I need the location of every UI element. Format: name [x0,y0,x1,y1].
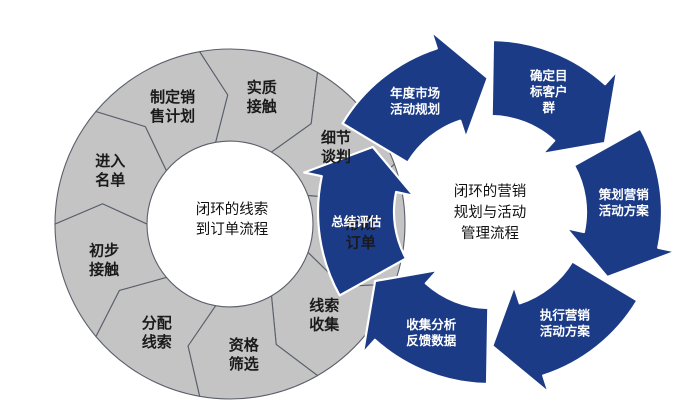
lead-stage-label: 分配线索 [142,314,172,351]
marketing-stage-arrow [491,260,639,394]
marketing-cycle-center-title: 闭环的营销规划与活动管理流程 [454,183,527,242]
lead-stage-segment [95,51,229,172]
marketing-stage-arrow [303,145,415,297]
marketing-stage-label: 策划营销活动方案 [599,187,650,218]
marketing-stage-label: 执行营销活动方案 [540,308,591,339]
lead-stage-label: 实质接触 [247,78,277,115]
marketing-stage-arrow [361,268,490,386]
lead-cycle-center-title: 闭环的线索到订单流程 [196,201,269,238]
marketing-stage-label: 收集分析反馈数据 [406,317,457,348]
marketing-stage-label: 年度市场活动规划 [390,85,440,116]
marketing-stage-arrow [490,38,619,156]
lead-stage-label: 形成订单 [346,215,376,252]
marketing-stage-label: 确定目标客户群 [529,68,568,115]
lead-stage-label: 细节谈判 [321,129,351,166]
lead-stage-label: 初步接触 [89,242,119,279]
lead-stage-label: 线索收集 [309,297,340,334]
marketing-stage-arrow [565,127,677,279]
marketing-cycle-ring [303,30,677,394]
marketing-stage-label: 总结评估 [331,214,382,229]
lead-stage-label: 进入名单 [95,152,125,189]
marketing-stage-arrow [341,30,489,164]
lead-stage-label: 制定销售计划 [150,88,195,125]
lead-stage-label: 资格筛选 [229,336,260,373]
cycle-centers: 闭环的线索到订单流程 闭环的营销规划与活动管理流程 [196,183,527,242]
